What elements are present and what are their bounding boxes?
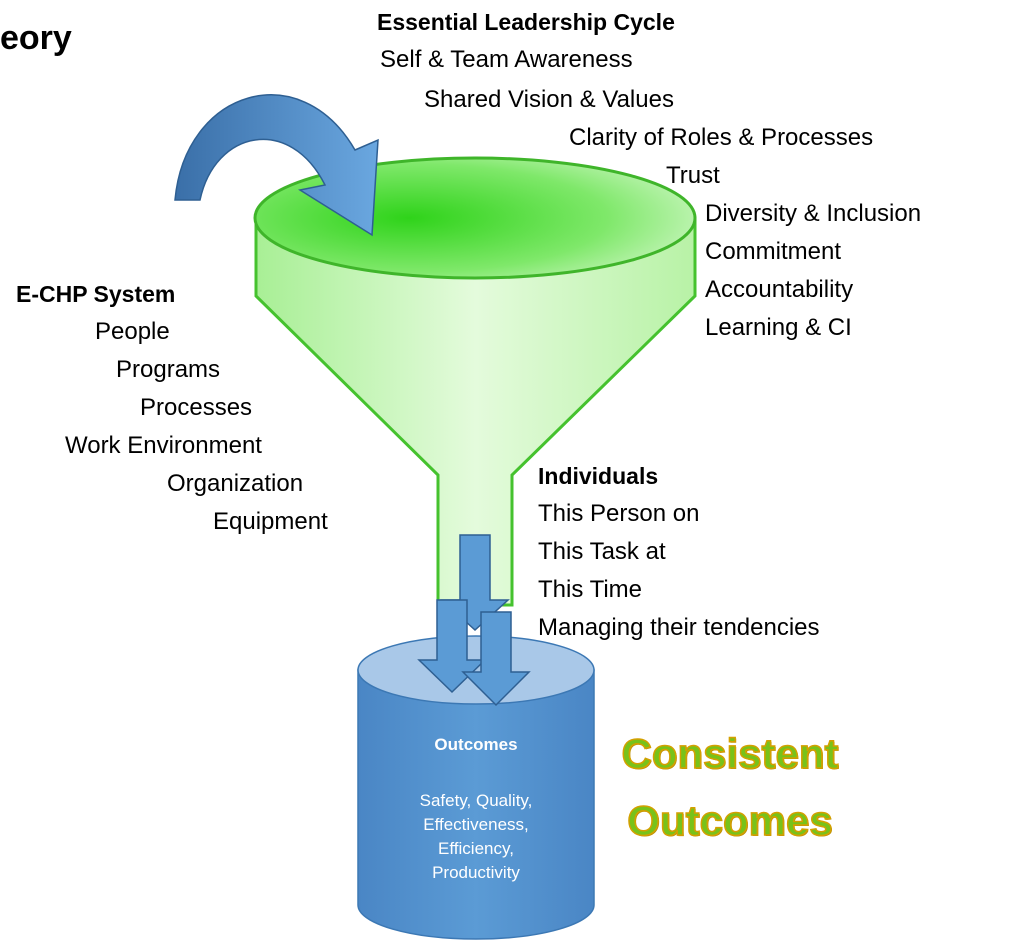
page-title: eory bbox=[0, 19, 72, 57]
outcomes-item: Safety, Quality, bbox=[419, 791, 533, 810]
outcomes-item: Effectiveness, bbox=[423, 815, 529, 834]
leadership-item: Diversity & Inclusion bbox=[705, 200, 922, 227]
system-item: Organization bbox=[167, 470, 304, 497]
outcomes-cylinder bbox=[357, 669, 595, 940]
down-arrow-icon bbox=[461, 611, 531, 707]
leadership-item: Self & Team Awareness bbox=[380, 46, 633, 73]
leadership-item: Commitment bbox=[705, 238, 842, 265]
system-item: Equipment bbox=[213, 508, 328, 535]
curved-arrow-icon bbox=[174, 94, 379, 237]
individuals-item: This Person on bbox=[538, 500, 700, 527]
leadership-item: Accountability bbox=[705, 276, 854, 303]
consistent-label: Outcomes bbox=[627, 797, 834, 845]
leadership-item: Shared Vision & Values bbox=[424, 86, 674, 113]
system-item: People bbox=[95, 318, 170, 345]
leadership-item: Learning & CI bbox=[705, 314, 852, 341]
individuals-heading: Individuals bbox=[538, 463, 659, 489]
individuals-item: This Task at bbox=[538, 538, 666, 565]
outcomes-item: Productivity bbox=[432, 863, 520, 882]
system-item: Programs bbox=[116, 356, 221, 383]
consistent-label: Consistent bbox=[621, 730, 840, 778]
system-heading: E-CHP System bbox=[16, 281, 176, 307]
individuals-item: This Time bbox=[538, 576, 643, 603]
system-item: Work Environment bbox=[65, 432, 262, 459]
funnel-body bbox=[254, 216, 697, 607]
outcomes-heading: Outcomes bbox=[434, 735, 518, 754]
cylinder-top bbox=[357, 635, 595, 705]
outcomes-item: Efficiency, bbox=[438, 839, 514, 858]
system-item: Processes bbox=[140, 394, 253, 421]
leadership-item: Clarity of Roles & Processes bbox=[569, 124, 874, 151]
individuals-item: Managing their tendencies bbox=[538, 614, 820, 641]
leadership-heading: Essential Leadership Cycle bbox=[377, 9, 675, 35]
leadership-item: Trust bbox=[666, 162, 720, 189]
